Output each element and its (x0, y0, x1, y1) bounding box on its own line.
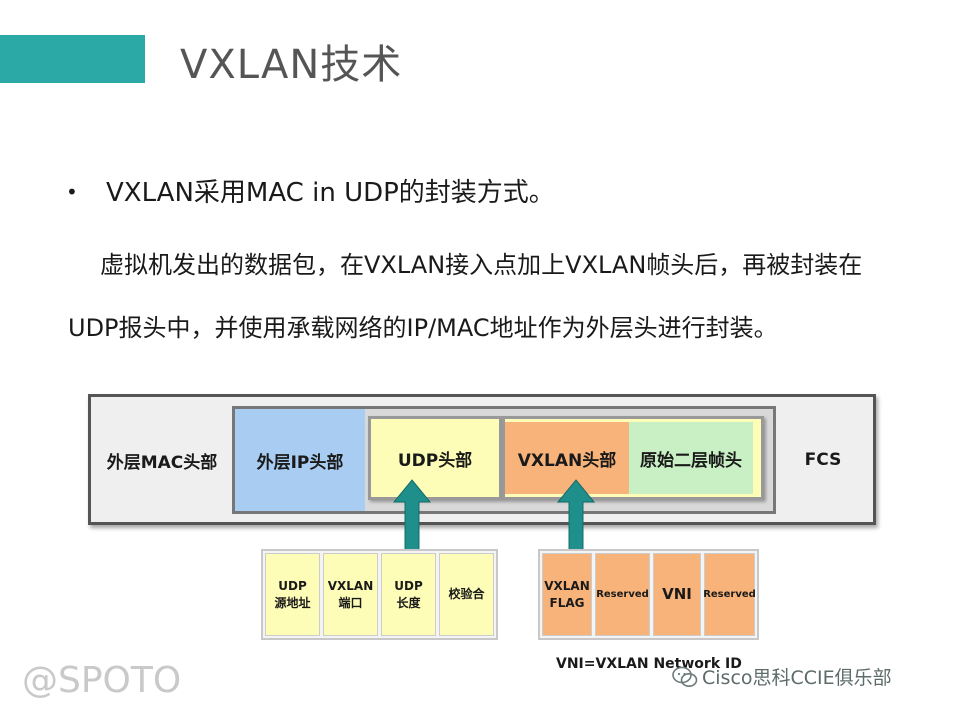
udp-arrow-icon (392, 479, 432, 551)
bullet-text: VXLAN采用MAC in UDP的封装方式。 (106, 178, 555, 208)
watermark-right: Cisco思科CCIE俱乐部 (672, 663, 892, 690)
bullet-marker: • (66, 180, 78, 204)
paragraph-line-2: UDP报头中，并使用承载网络的IP/MAC地址作为外层头进行封装。 (68, 314, 778, 342)
udp-field-checksum: 校验合 (439, 553, 494, 636)
vxlan-field-reserved-2: Reserved (703, 553, 756, 636)
vxlan-arrow-icon (556, 479, 596, 551)
udp-header: UDP头部 (368, 416, 502, 500)
vni-definition-note: VNI=VXLAN Network ID (556, 656, 742, 672)
outer-ip-header: 外层IP头部 (235, 409, 365, 511)
vxlan-field-vni: VNI (653, 553, 701, 636)
fcs-field: FCS (804, 450, 842, 470)
vxlan-header: VXLAN头部 (505, 422, 629, 494)
watermark-left: @SPOTO (22, 660, 182, 701)
paragraph-line-1: 虚拟机发出的数据包，在VXLAN接入点加上VXLAN帧头后，再被封装在 (100, 251, 863, 279)
outer-mac-header: 外层MAC头部 (106, 452, 218, 473)
vxlan-field-reserved-1: Reserved (595, 553, 650, 636)
wechat-icon (672, 666, 698, 687)
title-accent-bar (0, 35, 145, 83)
watermark-right-text: Cisco思科CCIE俱乐部 (702, 667, 892, 689)
slide-title: VXLAN技术 (180, 42, 403, 88)
original-l2-header: 原始二层帧头 (629, 422, 753, 494)
